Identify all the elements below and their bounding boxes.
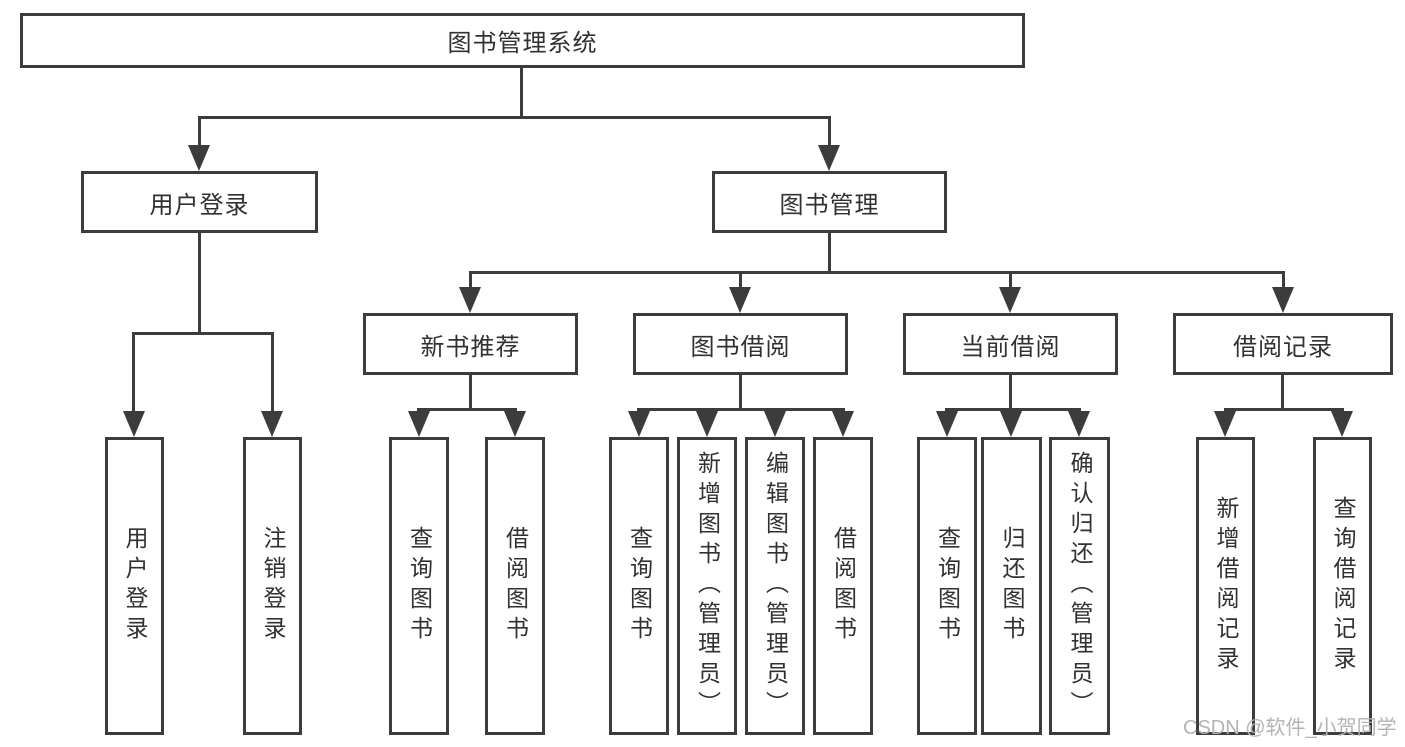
csdn-watermark: CSDN @软件_小贺同学 [1183, 717, 1397, 739]
connector-line [198, 119, 201, 147]
connector-arrow [936, 411, 958, 437]
leaf-records-query: 查询借阅记录 [1313, 437, 1372, 735]
leaf-current-query-label: 查询图书 [934, 526, 961, 646]
leaf-borrow-borrow: 借阅图书 [813, 437, 873, 735]
connector-arrow [123, 411, 145, 437]
leaf-current-confirm: 确认归还（管理员） [1049, 437, 1110, 735]
connector-arrow [729, 287, 751, 313]
leaf-logout: 注销登录 [243, 437, 302, 735]
leaf-borrow-add-label: 新增图书（管理员） [694, 451, 721, 721]
connector-line [198, 233, 201, 335]
leaf-borrow-query: 查询图书 [609, 437, 669, 735]
connector-line [132, 335, 135, 413]
node-new-books-label: 新书推荐 [420, 333, 521, 361]
connector-line [469, 375, 472, 411]
connector-line [637, 408, 845, 411]
connector-line [1009, 274, 1012, 289]
leaf-records-add-label: 新增借阅记录 [1213, 496, 1239, 676]
node-user-login: 用户登录 [81, 171, 318, 233]
node-book-mgmt-label: 图书管理 [779, 191, 880, 219]
leaf-current-return-label: 归还图书 [999, 526, 1025, 646]
connector-arrow [764, 411, 786, 437]
connector-line [1224, 408, 1344, 411]
node-current-borrow-label: 当前借阅 [960, 333, 1061, 361]
leaf-user-login: 用户登录 [105, 437, 164, 735]
leaf-borrow-query-label: 查询图书 [626, 526, 653, 646]
connector-arrow [188, 145, 210, 171]
leaf-borrow-borrow-label: 借阅图书 [830, 526, 857, 646]
connector-arrow [628, 411, 650, 437]
leaf-records-query-label: 查询借阅记录 [1330, 496, 1356, 676]
node-user-login-label: 用户登录 [149, 191, 250, 219]
connector-arrow [818, 145, 840, 171]
node-current-borrow: 当前借阅 [903, 313, 1118, 375]
node-root-label: 图书管理系统 [447, 30, 598, 57]
leaf-borrow-edit-label: 编辑图书（管理员） [762, 451, 789, 721]
connector-arrow [261, 411, 283, 437]
connector-arrow [504, 411, 526, 437]
connector-line [132, 332, 274, 335]
leaf-newbooks-query: 查询图书 [389, 437, 449, 735]
leaf-records-add: 新增借阅记录 [1196, 437, 1255, 735]
connector-line [1281, 375, 1284, 411]
connector-line [271, 335, 274, 413]
node-borrow-records-label: 借阅记录 [1233, 333, 1333, 361]
leaf-newbooks-query-label: 查询图书 [406, 526, 433, 646]
leaf-newbooks-borrow: 借阅图书 [485, 437, 545, 735]
leaf-current-query: 查询图书 [917, 437, 977, 735]
leaf-borrow-add: 新增图书（管理员） [677, 437, 737, 735]
leaf-logout-label: 注销登录 [260, 526, 286, 646]
connector-line [739, 274, 742, 289]
connector-arrow [832, 411, 854, 437]
node-new-books: 新书推荐 [363, 313, 578, 375]
connector-line [417, 408, 517, 411]
connector-arrow [1068, 411, 1090, 437]
node-book-borrow-label: 图书借阅 [690, 333, 791, 361]
node-book-borrow: 图书借阅 [633, 313, 848, 375]
connector-line [469, 274, 472, 289]
node-borrow-records: 借阅记录 [1173, 313, 1393, 375]
connector-arrow [1214, 411, 1236, 437]
connector-line [469, 271, 1285, 274]
connector-arrow [1272, 287, 1294, 313]
leaf-borrow-edit: 编辑图书（管理员） [745, 437, 805, 735]
connector-line [828, 119, 831, 147]
leaf-user-login-label: 用户登录 [122, 526, 148, 646]
connector-line [198, 116, 831, 119]
connector-arrow [999, 287, 1021, 313]
connector-line [520, 68, 523, 119]
connector-line [1282, 274, 1285, 289]
connector-arrow [1000, 411, 1022, 437]
connector-line [1009, 375, 1012, 411]
leaf-current-confirm-label: 确认归还（管理员） [1067, 451, 1093, 721]
connector-line [945, 408, 1081, 411]
connector-line [828, 233, 831, 274]
leaf-newbooks-borrow-label: 借阅图书 [502, 526, 529, 646]
connector-arrow [696, 411, 718, 437]
node-root: 图书管理系统 [20, 13, 1025, 68]
connector-arrow [408, 411, 430, 437]
leaf-current-return: 归还图书 [981, 437, 1042, 735]
connector-line [739, 375, 742, 411]
connector-arrow [1331, 411, 1353, 437]
node-book-mgmt: 图书管理 [712, 171, 947, 233]
connector-arrow [459, 287, 481, 313]
